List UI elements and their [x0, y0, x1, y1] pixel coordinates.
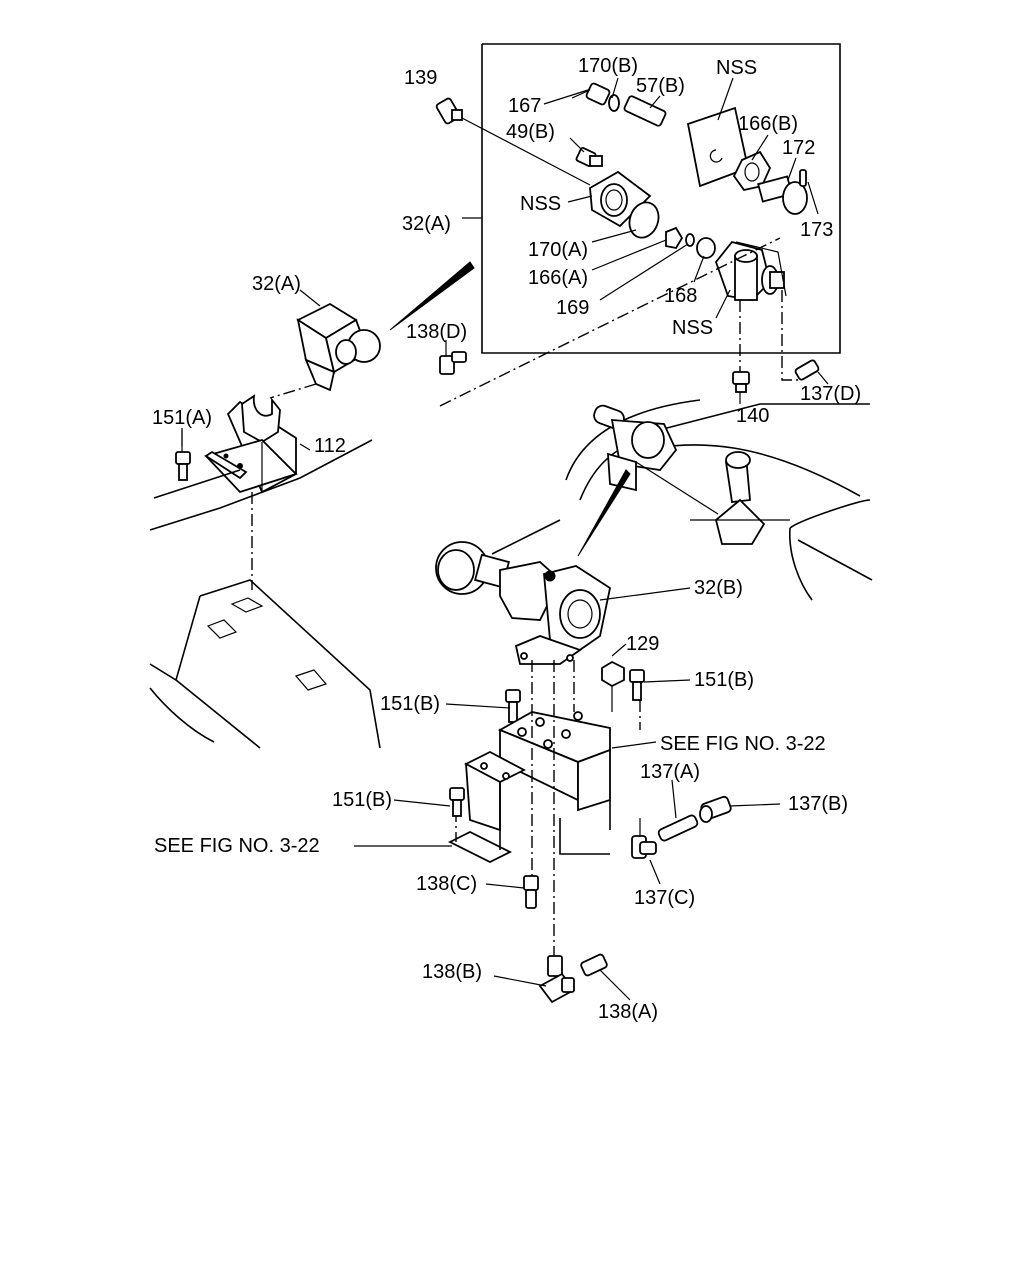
- floor-panels: [149, 399, 873, 749]
- part-151a-bolt: [175, 430, 191, 481]
- label-166a: 166(A): [528, 267, 588, 289]
- part-140-fitting: [732, 371, 750, 404]
- label-170b: 170(B): [578, 55, 638, 77]
- part-mounting-bracket: [497, 711, 611, 855]
- part-138b-elbow: [538, 955, 576, 1004]
- label-140: 140: [736, 405, 769, 427]
- part-lower-left-bracket: [447, 750, 526, 864]
- label-137c: 137(C): [634, 887, 695, 909]
- label-172: 172: [782, 137, 815, 159]
- label-137b: 137(B): [788, 793, 848, 815]
- label-32a: 32(A): [252, 273, 301, 295]
- part-32b-valve: [435, 541, 612, 665]
- part-lever-assembly: [593, 404, 790, 545]
- part-138d-elbow: [439, 340, 467, 375]
- label-151b-middle: 151(B): [380, 693, 440, 715]
- label-169: 169: [556, 297, 589, 319]
- label-nss-mid: NSS: [520, 193, 561, 215]
- label-see-fig-right: SEE FIG NO. 3-22: [660, 733, 826, 755]
- lever-pointer-wedge: [577, 469, 631, 557]
- label-167: 167: [508, 95, 541, 117]
- label-57b: 57(B): [636, 75, 685, 97]
- label-170a: 170(A): [528, 239, 588, 261]
- part-151b-middle-bolt: [505, 689, 521, 723]
- label-168: 168: [664, 285, 697, 307]
- part-138c-fitting: [523, 875, 539, 909]
- part-173-pin: [799, 169, 819, 215]
- inset-pointer-wedge: [389, 261, 475, 331]
- part-170a-oring: [628, 201, 660, 239]
- part-32a-valve: [269, 302, 381, 399]
- part-112-bracket: [204, 394, 298, 494]
- label-see-fig-left: SEE FIG NO. 3-22: [154, 835, 320, 857]
- inset-detail-box: [481, 43, 841, 354]
- part-167-fitting: [571, 82, 667, 127]
- part-151b-right-bolt: [629, 669, 645, 701]
- label-151a: 151(A): [152, 407, 212, 429]
- label-49b: 49(B): [506, 121, 555, 143]
- part-129-nut: [601, 660, 625, 712]
- label-nss-top: NSS: [716, 57, 757, 79]
- label-112: 112: [314, 435, 346, 457]
- part-137d-fitting: [794, 359, 829, 385]
- part-137a-fitting: [657, 814, 699, 842]
- part-137c-elbow: [631, 818, 657, 859]
- part-138a-fitting: [580, 953, 608, 977]
- label-138c: 138(C): [416, 873, 477, 895]
- label-138b: 138(B): [422, 961, 482, 983]
- part-151b-left-bolt: [449, 787, 465, 817]
- part-49b-screw: [575, 147, 603, 167]
- label-32a-box: 32(A): [402, 213, 451, 235]
- label-129: 129: [626, 633, 659, 655]
- part-nss-flange: [589, 170, 652, 228]
- part-137b-fitting: [699, 795, 732, 823]
- label-166b: 166(B): [738, 113, 798, 135]
- label-137a: 137(A): [640, 761, 700, 783]
- label-138d: 138(D): [406, 321, 467, 343]
- part-166a-nut: [665, 226, 716, 259]
- part-139: [435, 97, 591, 186]
- label-nss-low: NSS: [672, 317, 713, 339]
- label-151b-left: 151(B): [332, 789, 392, 811]
- label-137d: 137(D): [800, 383, 861, 405]
- part-172-knob: [757, 175, 808, 215]
- label-leaders: [181, 289, 781, 1001]
- label-138a: 138(A): [598, 1001, 658, 1023]
- label-139: 139: [404, 67, 437, 89]
- part-nss-valve-body: [714, 240, 787, 301]
- label-173: 173: [800, 219, 833, 241]
- label-32b: 32(B): [694, 577, 743, 599]
- inset-leaders: [439, 77, 800, 407]
- label-151b-right: 151(B): [694, 669, 754, 691]
